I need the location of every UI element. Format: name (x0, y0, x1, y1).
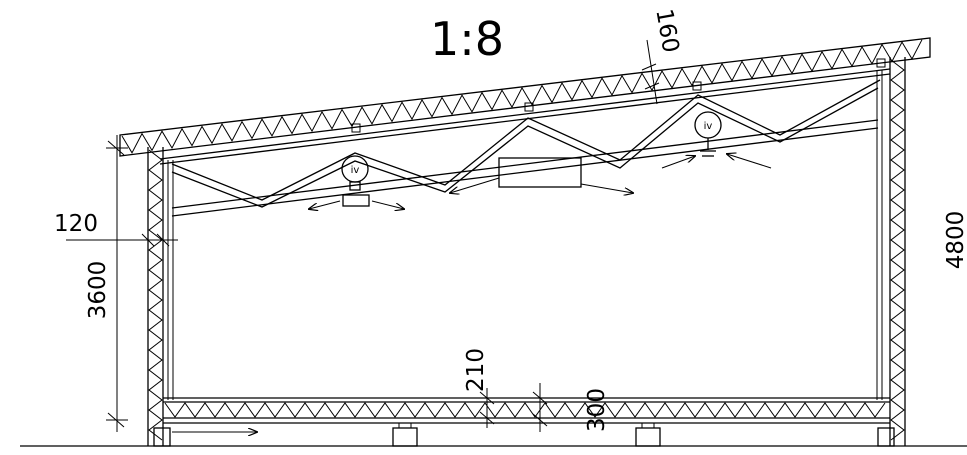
right-wall (876, 57, 906, 446)
left-wall-insulation (148, 149, 163, 441)
footings (153, 422, 895, 447)
duct-center (450, 157, 633, 193)
roof-truss (171, 79, 881, 217)
dim-floor-offset-label: 300 (584, 388, 610, 432)
dimension-wall-thickness: 120 (54, 211, 178, 247)
dim-roof-thickness-label: 160 (650, 7, 683, 55)
fixture-right-label: iv (704, 121, 713, 132)
fixture-left-label: iv (351, 165, 360, 176)
dim-wall-thickness-label: 120 (54, 211, 98, 237)
fixture-left: iv (309, 155, 404, 209)
roof-insulation-zigzag (121, 39, 923, 154)
dimension-floor-thickness: 210 (463, 348, 495, 428)
roof-slab (119, 37, 931, 165)
dimension-wall-height: 3600 (85, 135, 128, 432)
fixture-left-diffuser (342, 194, 370, 207)
scale-label: 1:8 (430, 12, 504, 66)
dimension-floor-offset: 300 (532, 383, 610, 432)
fixture-right: iv (661, 111, 772, 169)
right-wall-insulation (890, 59, 905, 441)
dim-wall-height-label: 3600 (85, 261, 111, 320)
floor-insulation (164, 402, 886, 418)
left-wall (147, 147, 174, 446)
duct-center-box (498, 157, 582, 188)
dim-total-height-label: 4800 (943, 211, 967, 270)
floor-slab (163, 397, 890, 424)
dim-floor-thickness-label: 210 (463, 348, 489, 392)
